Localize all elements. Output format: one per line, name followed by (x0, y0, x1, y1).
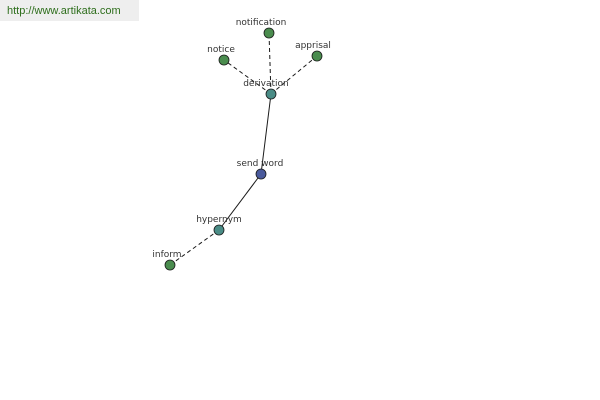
edge-center-hypernym (218, 173, 262, 231)
node-hypernym[interactable] (213, 224, 225, 236)
node-label-apprisal: apprisal (295, 41, 331, 51)
edge-center-derivation (260, 93, 272, 175)
nodes-layer (164, 27, 323, 271)
node-label-inform: inform (152, 250, 181, 260)
node-send-word[interactable] (255, 168, 267, 180)
node-notification[interactable] (263, 27, 275, 39)
node-label-notice: notice (207, 45, 235, 55)
edges-layer (169, 32, 318, 266)
edge-derivation-notice (223, 59, 272, 95)
node-label-send-word: send word (237, 159, 284, 169)
edge-derivation-notification (268, 32, 272, 95)
edge-derivation-apprisal (270, 55, 318, 95)
node-apprisal[interactable] (311, 50, 323, 62)
node-notice[interactable] (218, 54, 230, 66)
edge-hypernym-inform (169, 229, 220, 266)
node-derivation[interactable] (265, 88, 277, 100)
node-inform[interactable] (164, 259, 176, 271)
node-label-derivation: derivation (243, 79, 289, 89)
node-label-hypernym: hypernym (196, 215, 242, 225)
source-url-bar: http://www.artikata.com (0, 0, 139, 21)
source-url-link[interactable]: http://www.artikata.com (7, 5, 121, 17)
node-label-notification: notification (236, 18, 287, 28)
labels-layer: notification notice apprisal derivation … (152, 18, 331, 260)
